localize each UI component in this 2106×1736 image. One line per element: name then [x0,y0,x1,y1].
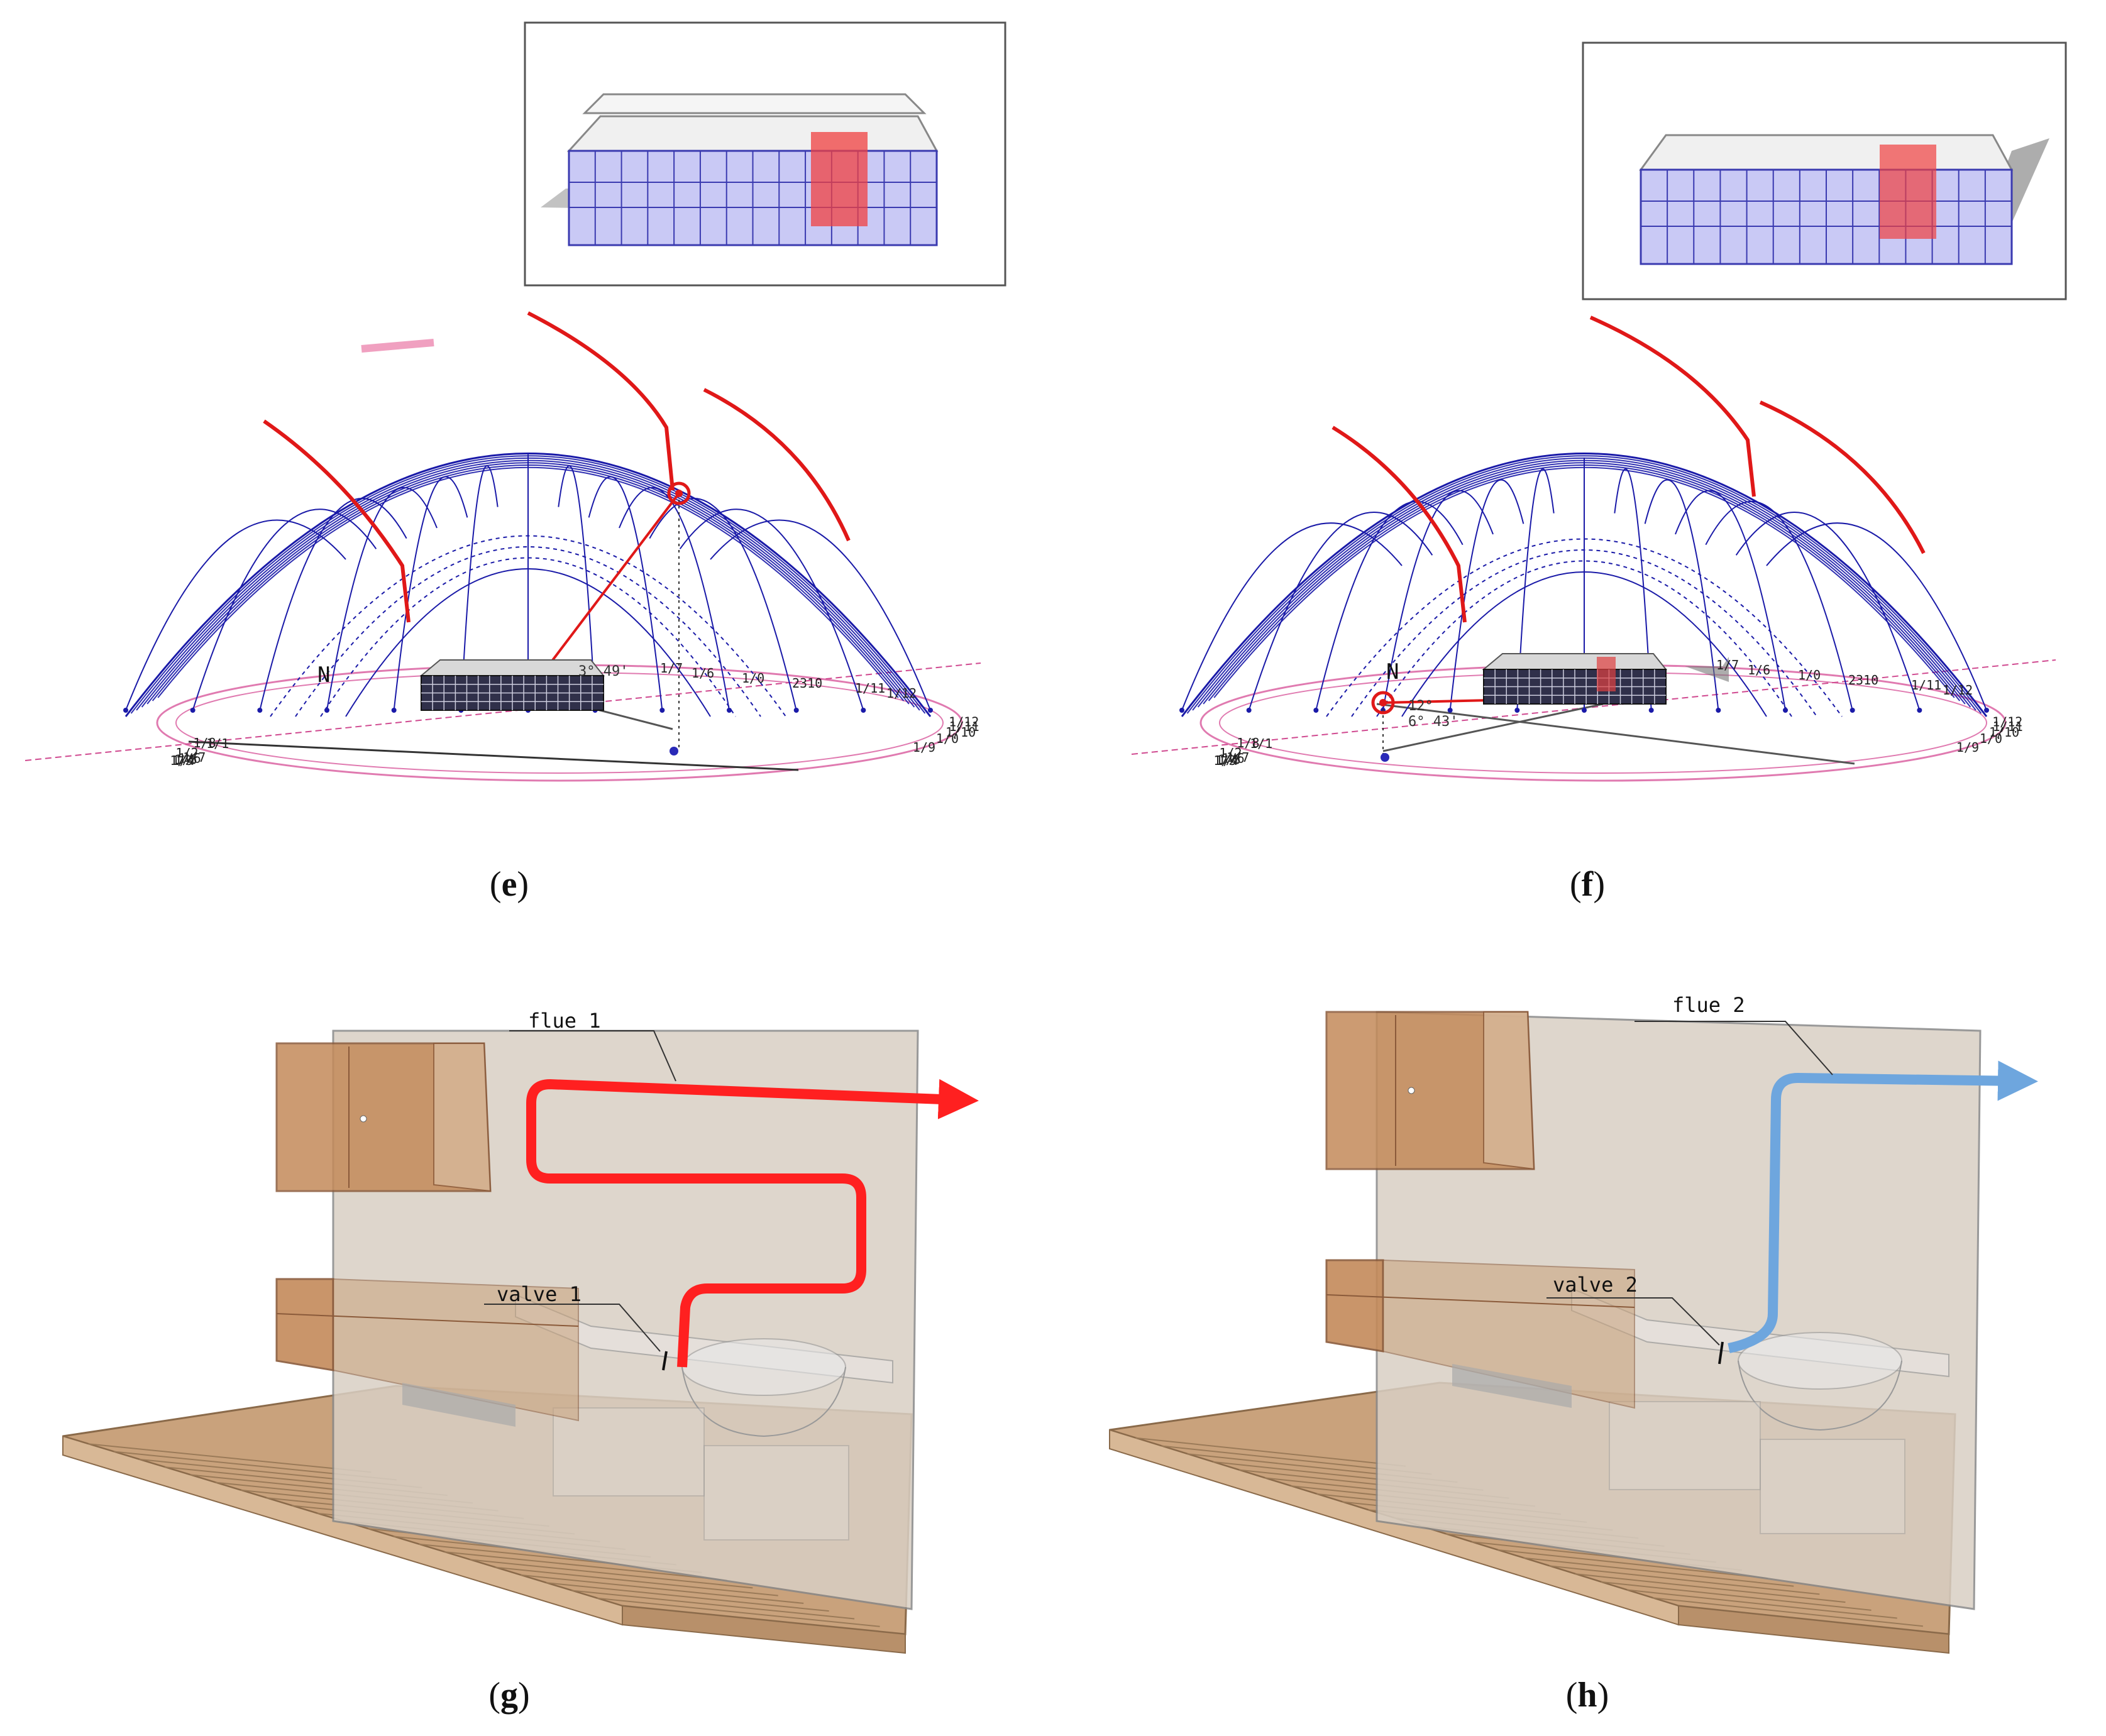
dial-label: 1/12 [1992,715,2022,730]
panel-g-counter [515,1294,893,1541]
panel-g-lower-cabinet [275,1278,579,1427]
panel-h-lower-cabinet [1325,1259,1635,1409]
panel-h-flue-path [1728,1060,2038,1353]
panel-f-dome-grid [1179,453,1989,717]
panel-g-flue-label: flue 1 [528,1009,601,1033]
dial-label: 1/0 [936,731,959,746]
panel-f-central-building [1482,653,1729,705]
dial-label: 1/3 [170,753,192,768]
dial-label: 1/5 [1218,752,1241,767]
dial-label: 1/8 [1237,735,1259,750]
panel-h-upper-cabinet [1325,1011,1535,1170]
dial-label: 1/6 [179,751,201,766]
dial-mid-label: 1/11 [855,681,885,696]
panel-h-kitchen: flue 2 valve 2 [1109,993,2038,1654]
dial-label: 1/0 [1980,731,2002,746]
panel-e-red-arcs [263,311,851,623]
dial-label: 1/7 [183,750,206,765]
panel-h-valve [1718,1341,1724,1365]
dial-label: 1/4 [1215,753,1238,768]
panel-f-north-label: N [1386,659,1399,684]
panel-e-central-building [419,659,605,711]
panel-e-inset-building [524,21,1006,287]
dial-label: 1/10 [1989,725,2019,740]
panel-f-inset-building [1582,41,2067,300]
dial-label: 1/1 [1250,736,1272,751]
dial-mid-label: 2310 [1848,673,1878,688]
panel-e-north-label: N [317,662,330,688]
caption-g: (g) [488,1676,530,1715]
dial-label: 1/1 [206,736,229,751]
dial-label: 1/2 [1219,745,1242,761]
panel-g-valve-label: valve 1 [497,1282,582,1306]
dial-label: 1/3 [1213,753,1236,768]
dial-mid-label: 1/7 [1716,657,1739,673]
dial-label: 1/5 [175,752,197,767]
panel-e-highlight-window [811,132,868,226]
panel-h-counter [1571,1287,1949,1534]
dial-mid-label: 1/12 [1943,683,1973,698]
panel-h-valve-label: valve 2 [1553,1273,1638,1297]
panel-g-valve [662,1351,668,1371]
panel-f-highlight-window [1880,145,1936,239]
panel-f-red-arcs [1331,316,1926,623]
panel-h-flue-label: flue 2 [1672,993,1745,1017]
caption-h: (h) [1565,1676,1609,1715]
dial-label: 1/9 [1956,740,1979,755]
dial-label: 1/8 [193,735,216,750]
panel-e-sun-marker [521,481,691,755]
dial-label: 1/10 [945,725,976,740]
dial-label: 1/9 [913,740,935,755]
caption-f: (f) [1570,865,1605,904]
caption-e: (e) [489,865,529,904]
dial-label: 1/11 [1993,719,2023,734]
dial-mid-label: 1/6 [1748,662,1770,678]
dial-label: 1/4 [172,753,194,768]
panel-g-flue-path [526,1079,979,1368]
panel-f-angle-label-1: 12° [1408,698,1433,714]
dial-label: 1/12 [949,715,979,730]
dial-mid-label: 1/12 [886,686,917,701]
dial-label: 1/2 [175,745,198,761]
panel-f-angle-label-2: 6° 43' [1408,714,1458,730]
dial-mid-label: 1/0 [742,671,764,686]
dial-mid-label: 2310 [792,676,822,691]
panel-g-kitchen: flue 1 valve 1 [62,1009,979,1654]
dial-mid-label: 1/0 [1798,667,1821,683]
dial-mid-label: 1/11 [1911,678,1941,693]
dial-label: 1/7 [1227,750,1249,765]
panel-e-dome-grid [123,453,933,717]
panel-g-upper-cabinet [275,1042,492,1192]
dial-label: 1/11 [949,719,979,734]
dial-mid-label: 1/7 [660,661,683,676]
dial-label: 1/6 [1222,751,1245,766]
dial-mid-label: 1/6 [692,666,714,681]
panel-e-angle-label: 3° 49' [578,664,628,679]
